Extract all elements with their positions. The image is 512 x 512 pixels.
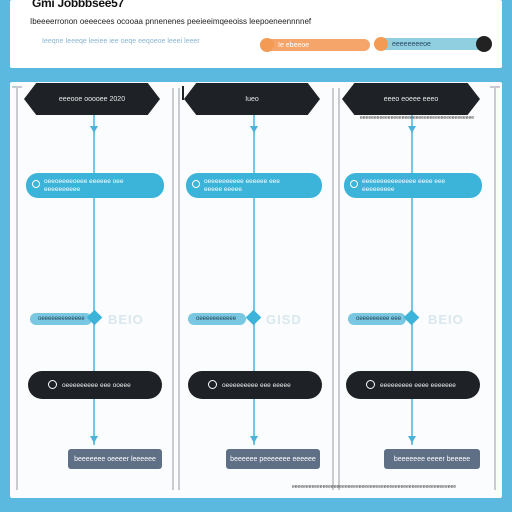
action-node: oeeeeeeeee eee eeeee: [188, 371, 322, 399]
lane-divider: [16, 88, 18, 490]
corner-mark: [12, 86, 22, 98]
faint-label: GISD: [266, 312, 302, 327]
orange-dot-icon: [260, 38, 274, 52]
process-node-label: oeeeeeeeeee eeeeee eee eeeee eeeee: [204, 177, 280, 193]
process-node-label: eeeeeeeeeeeeeee eeee eee eeeeeeeee: [362, 177, 446, 193]
end-node: beeeeeee oeeeer leeeeee: [68, 449, 162, 469]
arrow-down-icon: [408, 436, 416, 443]
arrow-down-icon: [408, 126, 416, 133]
flow-line: [253, 115, 255, 445]
circle-icon: [366, 380, 375, 389]
decision-label: oeeeeeeeeeee: [188, 313, 246, 325]
action-node-label: oeeeeeeeee eee ooeee: [62, 381, 131, 389]
header-card: Gmi Jobbbsee57 Ibeeeerronon oeeecees oco…: [10, 0, 502, 68]
arrow-down-icon: [90, 126, 98, 133]
circle-icon: [192, 180, 200, 188]
lane-divider: [178, 88, 180, 490]
page-title: Gmi Jobbbsee57: [32, 0, 124, 10]
process-node: oeeeeeeeeee eeeeee eee eeeee eeeee: [186, 173, 322, 198]
dark-dot-icon: [476, 36, 492, 52]
legend-item-blue: eeeeeeeeoe: [374, 36, 492, 52]
marker-tick: [182, 86, 184, 100]
footer-note: eeeeeeeeeeeeeeeeeeeeeeeeeeeeeeeeeeeeeeee…: [292, 484, 457, 490]
arrow-down-icon: [250, 126, 258, 133]
process-node-label: oeeoeeeeoeee eeeeee oee eeeeeeeeee: [44, 177, 124, 193]
circle-icon: [208, 380, 217, 389]
action-node: eeeeeeeee eeee eeeeeee: [346, 371, 480, 399]
start-node: eeeo eoeee eeeo: [342, 83, 480, 115]
action-node-label: oeeeeeeeee eee eeeee: [222, 381, 291, 389]
lane-divider: [172, 88, 174, 490]
circle-icon: [48, 380, 57, 389]
legend-label-blue: eeeeeeeeoe: [392, 40, 431, 48]
flowchart-panel: [10, 82, 502, 498]
orange-dot-icon: [374, 37, 388, 51]
start-node: Iueo: [184, 83, 320, 115]
legend-label-orange: Ie ebeeoe: [278, 41, 310, 49]
action-node: oeeeeeeeee eee ooeee: [28, 371, 162, 399]
lane-divider: [332, 88, 334, 490]
end-node: beeeeeee eeeer beeeee: [384, 449, 480, 469]
page-subtitle: Ibeeeerronon oeeecees ocooaa pnnenenes p…: [30, 17, 312, 26]
action-node-label: eeeeeeeee eeee eeeeeee: [380, 381, 456, 389]
faint-label: BEIO: [428, 312, 464, 327]
circle-icon: [32, 180, 40, 188]
process-node: oeeoeeeeoeee eeeeee oee eeeeeeeeee: [26, 173, 164, 198]
arrow-down-icon: [90, 436, 98, 443]
circle-icon: [350, 180, 358, 188]
end-node: beeeeee peeeeeee eeeeee: [226, 449, 320, 469]
lane-note: eeeeeeeeeeeeeeeeeeeeeeeeeeeeeeeeeeeeeeee…: [360, 115, 475, 121]
start-node: eeeooe ooooee 2020: [24, 83, 160, 115]
arrow-down-icon: [250, 436, 258, 443]
legend-item-orange: Ie ebeeoe: [260, 38, 370, 52]
lane-divider: [338, 88, 340, 490]
flow-line: [411, 115, 413, 445]
flow-line: [93, 115, 95, 445]
lane-divider: [494, 88, 496, 490]
decision-label: oeeeeeeeeeeeee: [30, 313, 92, 325]
faint-label: BEIO: [108, 312, 144, 327]
decision-label: oeeeeeeeee eee: [348, 313, 406, 325]
corner-mark: [490, 86, 500, 98]
page-caption: Ieeqne Ieeeqe leeiee iee oeqe eeqoeoe le…: [42, 38, 200, 45]
process-node: eeeeeeeeeeeeeee eeee eee eeeeeeeee: [344, 173, 482, 198]
